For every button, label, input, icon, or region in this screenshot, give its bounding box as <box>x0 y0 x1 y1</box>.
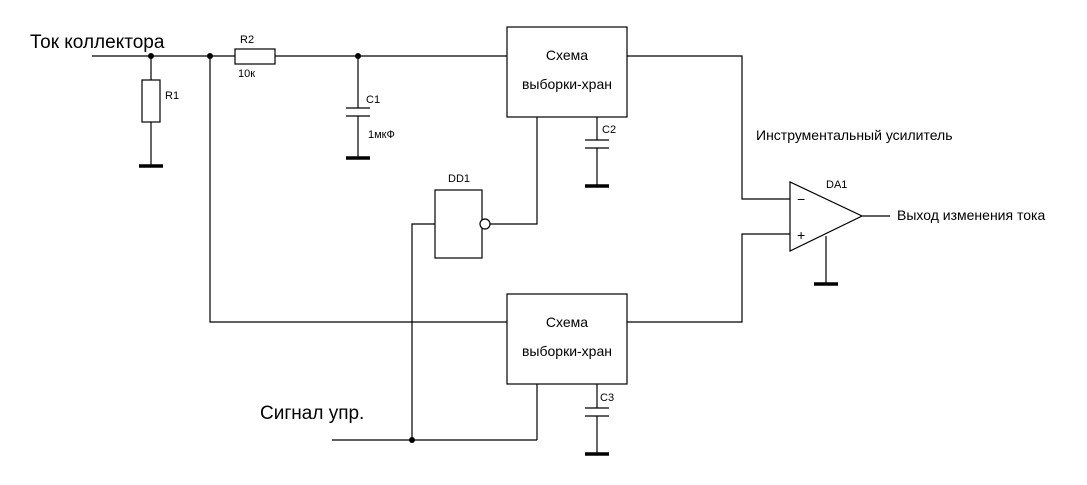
label-dd1: DD1 <box>448 173 470 185</box>
amplifier-plus-sign: + <box>797 227 805 243</box>
resistor-r1 <box>141 79 161 123</box>
wire-sh2-to-amp-plus <box>627 233 790 323</box>
label-c3: C3 <box>600 392 614 404</box>
label-r2: R2 <box>240 34 254 46</box>
amplifier-minus-sign: − <box>797 191 805 207</box>
sample-hold-2 <box>506 293 628 385</box>
label-r2-value: 10к <box>238 68 255 80</box>
inverter-dd1-bubble <box>479 218 491 230</box>
junction-dot-branch <box>207 53 213 59</box>
amplifier-title: Инструментальный усилитель <box>756 127 953 143</box>
sample-hold-1 <box>506 26 628 118</box>
label-da1: DA1 <box>826 179 847 191</box>
resistor-r2 <box>234 48 276 65</box>
label-c2: C2 <box>602 124 616 136</box>
label-r1: R1 <box>165 90 179 102</box>
input-label-collector-current: Ток коллектора <box>30 32 165 53</box>
wire-dd1-to-sh1 <box>490 117 538 225</box>
wire-control-to-dd1 <box>411 223 435 440</box>
label-c1: C1 <box>366 94 380 106</box>
inverter-dd1 <box>434 189 483 259</box>
sample-hold-2-line1: Схема <box>546 314 588 330</box>
sample-hold-2-line2: выборки-хран <box>522 343 612 359</box>
junction-dot-c1 <box>355 53 361 59</box>
output-label: Выход изменения тока <box>897 207 1045 223</box>
junction-dot-r1 <box>148 53 154 59</box>
input-label-control-signal: Сигнал упр. <box>260 403 364 424</box>
sample-hold-1-line2: выборки-хран <box>522 76 612 92</box>
sample-hold-1-line1: Схема <box>546 47 588 63</box>
wire-branch-to-sh2 <box>209 56 510 323</box>
amplifier-da1 <box>789 181 864 252</box>
wire-sh1-to-amp-minus <box>627 55 790 200</box>
label-c1-value: 1мкФ <box>368 129 395 141</box>
junction-dot-control <box>409 437 415 443</box>
